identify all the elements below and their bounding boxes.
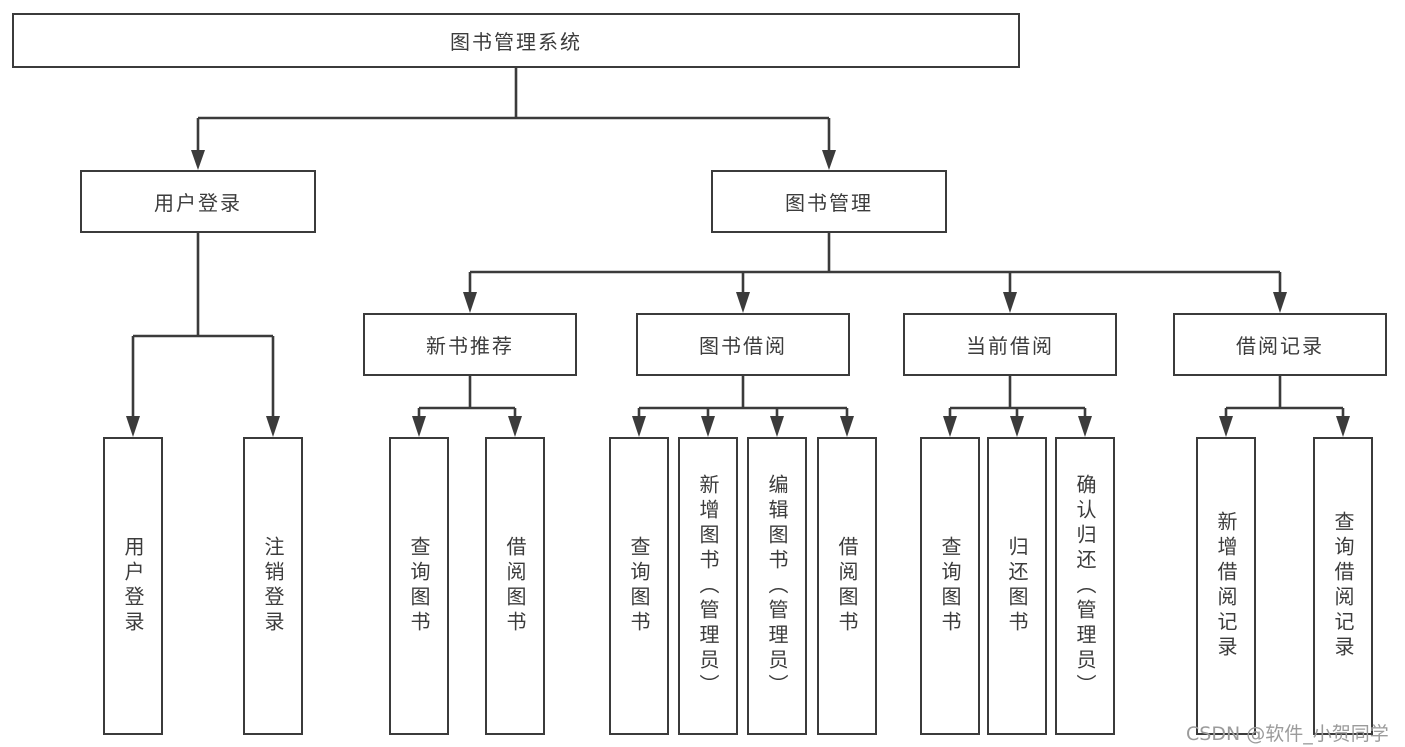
leaf-confirm-return-admin: 确认归还（管理员） <box>1055 437 1115 735</box>
leaf-query-books-recommend: 查询图书 <box>389 437 449 735</box>
csdn-watermark: CSDN @软件_小贺同学 <box>1186 723 1389 745</box>
node-borrow-records: 借阅记录 <box>1173 313 1387 376</box>
node-user-login: 用户登录 <box>80 170 316 233</box>
node-book-borrowing: 图书借阅 <box>636 313 850 376</box>
leaf-query-books-borrowing: 查询图书 <box>609 437 669 735</box>
node-new-book-recommend: 新书推荐 <box>363 313 577 376</box>
leaf-borrow-books-recommend: 借阅图书 <box>485 437 545 735</box>
leaf-return-books: 归还图书 <box>987 437 1047 735</box>
leaf-edit-books-admin: 编辑图书（管理员） <box>747 437 807 735</box>
node-book-management: 图书管理 <box>711 170 947 233</box>
leaf-add-borrow-record: 新增借阅记录 <box>1196 437 1256 735</box>
node-library-management-system: 图书管理系统 <box>12 13 1020 68</box>
leaf-query-books-current: 查询图书 <box>920 437 980 735</box>
leaf-borrow-books: 借阅图书 <box>817 437 877 735</box>
node-current-borrowing: 当前借阅 <box>903 313 1117 376</box>
leaf-logout: 注销登录 <box>243 437 303 735</box>
leaf-add-books-admin: 新增图书（管理员） <box>678 437 738 735</box>
leaf-query-borrow-record: 查询借阅记录 <box>1313 437 1373 735</box>
leaf-user-login: 用户登录 <box>103 437 163 735</box>
